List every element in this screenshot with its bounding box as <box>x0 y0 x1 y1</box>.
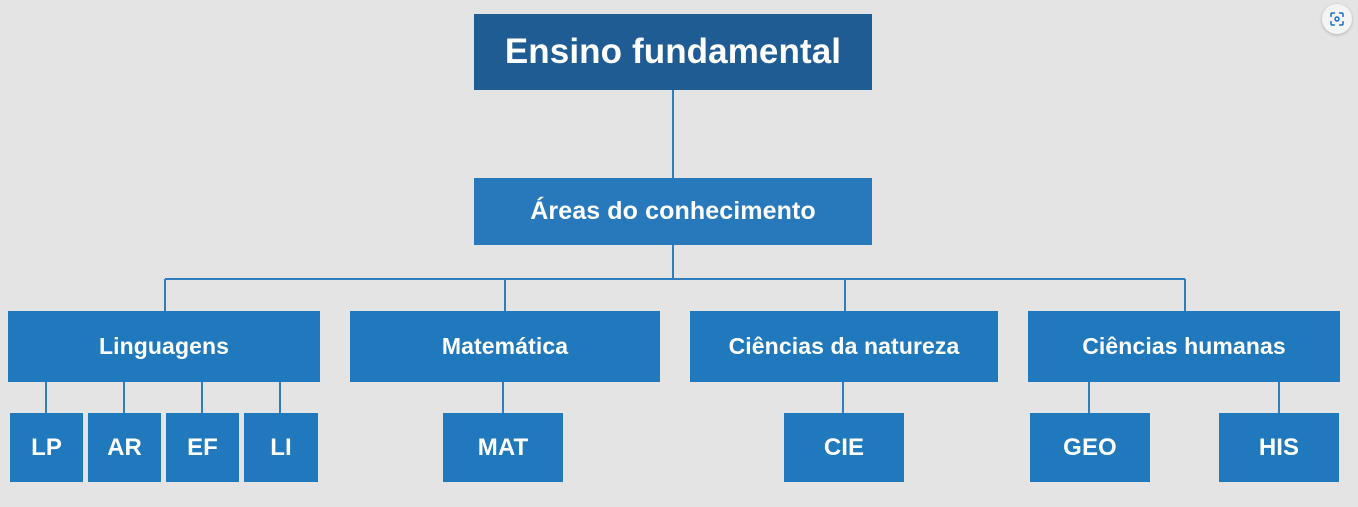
node-area-ciencias-humanas[interactable]: Ciências humanas <box>1028 311 1340 382</box>
node-label: AR <box>107 433 142 461</box>
node-label: HIS <box>1258 433 1300 461</box>
node-subject-cie[interactable]: CIE <box>784 413 904 482</box>
node-label: Linguagens <box>98 333 230 360</box>
node-label: Áreas do conhecimento <box>530 197 816 226</box>
node-label: GEO <box>1063 433 1117 461</box>
node-label: LP <box>31 433 62 461</box>
node-subject-geo[interactable]: GEO <box>1030 413 1150 482</box>
node-label: Ensino fundamental <box>504 31 842 71</box>
node-label: LI <box>270 433 292 461</box>
node-area-ciencias-da-natureza[interactable]: Ciências da natureza <box>690 311 998 382</box>
node-label: EF <box>187 433 218 461</box>
node-label: CIE <box>823 433 865 461</box>
node-subject-ef[interactable]: EF <box>166 413 239 482</box>
node-label: Ciências da natureza <box>728 333 960 360</box>
node-subject-lp[interactable]: LP <box>10 413 83 482</box>
node-area-matematica[interactable]: Matemática <box>350 311 660 382</box>
node-label: Ciências humanas <box>1082 333 1286 360</box>
node-label: MAT <box>477 433 529 461</box>
node-subject-ar[interactable]: AR <box>88 413 161 482</box>
node-area-linguagens[interactable]: Linguagens <box>8 311 320 382</box>
node-areas-do-conhecimento[interactable]: Áreas do conhecimento <box>474 178 872 245</box>
node-subject-mat[interactable]: MAT <box>443 413 563 482</box>
node-label: Matemática <box>441 333 569 360</box>
node-subject-li[interactable]: LI <box>244 413 318 482</box>
scan-focus-button[interactable] <box>1322 4 1352 34</box>
scan-focus-icon <box>1330 12 1344 26</box>
node-ensino-fundamental[interactable]: Ensino fundamental <box>474 14 872 90</box>
node-subject-his[interactable]: HIS <box>1219 413 1339 482</box>
